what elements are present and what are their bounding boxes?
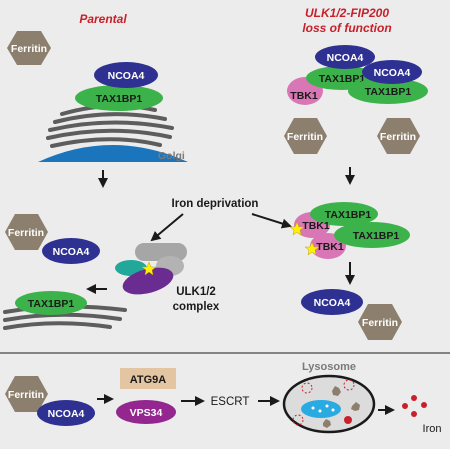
ferritin-parental: Ferritin	[7, 31, 51, 65]
tax1bp1-parental: TAX1BP1	[75, 85, 163, 111]
ferritin-lof-left: Ferritin	[284, 118, 327, 154]
svg-text:Ferritin: Ferritin	[8, 227, 44, 239]
lof-title-line1: ULK1/2-FIP200	[305, 6, 389, 20]
tax1bp1-right-b: TAX1BP1	[334, 222, 410, 248]
svg-text:NCOA4: NCOA4	[327, 52, 364, 64]
svg-text:NCOA4: NCOA4	[48, 408, 85, 420]
ferritin-left-lower: Ferritin	[5, 214, 48, 250]
svg-text:Ferritin: Ferritin	[380, 131, 416, 143]
ulk-label-line1: ULK1/2	[176, 286, 216, 298]
ncoa4-parental: NCOA4	[94, 62, 158, 88]
ncoa4-bottom: NCOA4	[37, 400, 95, 426]
ulk-label-line2: complex	[173, 301, 220, 313]
iron-label: Iron	[423, 423, 442, 435]
lof-title-line2: loss of function	[302, 21, 391, 35]
lysosome	[282, 374, 376, 434]
svg-text:TAX1BP1: TAX1BP1	[365, 86, 412, 98]
svg-text:NCOA4: NCOA4	[374, 67, 411, 79]
ferritin-right-lower: Ferritin	[358, 304, 402, 340]
atg9a-box: ATG9A	[120, 368, 176, 389]
tbk1-right-b-label: TBK1	[316, 241, 344, 253]
tax1bp1-right-a: TAX1BP1	[310, 202, 378, 226]
arrow-deprivation-right	[251, 213, 292, 229]
svg-text:NCOA4: NCOA4	[53, 246, 90, 258]
tbk1-lof-top-label: TBK1	[290, 90, 318, 102]
golgi-label: Golgi	[158, 150, 185, 162]
ncoa4-lof-b: NCOA4	[362, 60, 422, 84]
ncoa4-lof-a: NCOA4	[315, 45, 375, 69]
ferritin-bottom: Ferritin	[5, 376, 48, 412]
golgi-membrane	[38, 145, 188, 162]
ferritin-lof-right: Ferritin	[377, 118, 420, 154]
star-tbk1-right-b	[304, 241, 320, 256]
svg-text:ATG9A: ATG9A	[130, 374, 167, 386]
svg-text:TAX1BP1: TAX1BP1	[96, 93, 143, 105]
svg-text:TAX1BP1: TAX1BP1	[28, 298, 75, 310]
tbk1-right-a-label: TBK1	[302, 220, 330, 232]
arrow-deprivation-left	[150, 213, 184, 242]
svg-text:Ferritin: Ferritin	[8, 389, 44, 401]
svg-text:Ferritin: Ferritin	[11, 43, 47, 55]
tax1bp1-lof-b: TAX1BP1	[348, 78, 428, 104]
svg-text:NCOA4: NCOA4	[108, 70, 145, 82]
ncoa4-right-lower: NCOA4	[301, 289, 363, 315]
vps34-oval: VPS34	[116, 400, 176, 424]
svg-text:Ferritin: Ferritin	[362, 317, 398, 329]
tax1bp1-left-lower: TAX1BP1	[15, 291, 87, 315]
escrt-label: ESCRT	[211, 396, 250, 408]
svg-text:NCOA4: NCOA4	[314, 297, 351, 309]
svg-text:TAX1BP1: TAX1BP1	[325, 209, 372, 221]
parental-title: Parental	[79, 12, 127, 26]
iron-dots	[402, 395, 427, 417]
svg-text:VPS34: VPS34	[130, 407, 163, 419]
ncoa4-left-lower: NCOA4	[42, 238, 100, 264]
svg-text:TAX1BP1: TAX1BP1	[319, 73, 366, 85]
iron-deprivation-label: Iron deprivation	[172, 198, 259, 210]
lysosome-label: Lysosome	[302, 361, 356, 373]
ulk-complex-shape	[115, 243, 187, 295]
svg-text:Ferritin: Ferritin	[287, 131, 323, 143]
svg-text:TAX1BP1: TAX1BP1	[353, 230, 400, 242]
star-tbk1-right-a	[289, 221, 305, 236]
